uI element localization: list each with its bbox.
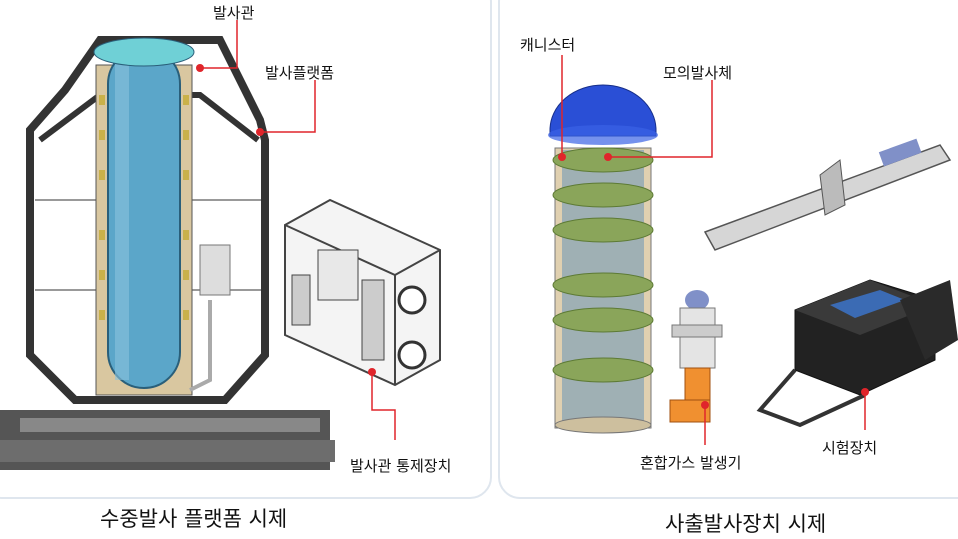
gas-generator-illustration xyxy=(669,290,723,423)
label-mock-vehicle: 모의발사체 xyxy=(663,64,733,82)
tube-controller-illustration xyxy=(284,198,441,387)
left-leader-dots xyxy=(196,64,376,376)
left-leader-lines xyxy=(200,20,396,440)
label-tube-controller: 발사관 통제장치 xyxy=(350,457,452,475)
left-caption: 수중발사 플랫폼 시제 xyxy=(100,507,288,531)
rail-illustration xyxy=(703,138,952,251)
label-test-device: 시험장치 xyxy=(822,439,878,457)
right-caption: 사출발사장치 시제 xyxy=(665,512,827,536)
test-device-illustration xyxy=(756,279,958,428)
canister-illustration xyxy=(548,84,658,434)
label-launch-tube: 발사관 xyxy=(213,4,255,22)
right-leader-dots xyxy=(558,153,869,409)
launch-platform-illustration xyxy=(0,36,335,470)
label-launch-platform: 발사플랫폼 xyxy=(265,64,335,82)
label-gas-generator: 혼합가스 발생기 xyxy=(640,454,742,472)
right-leader-lines xyxy=(561,55,866,445)
label-canister: 캐니스터 xyxy=(520,36,576,54)
